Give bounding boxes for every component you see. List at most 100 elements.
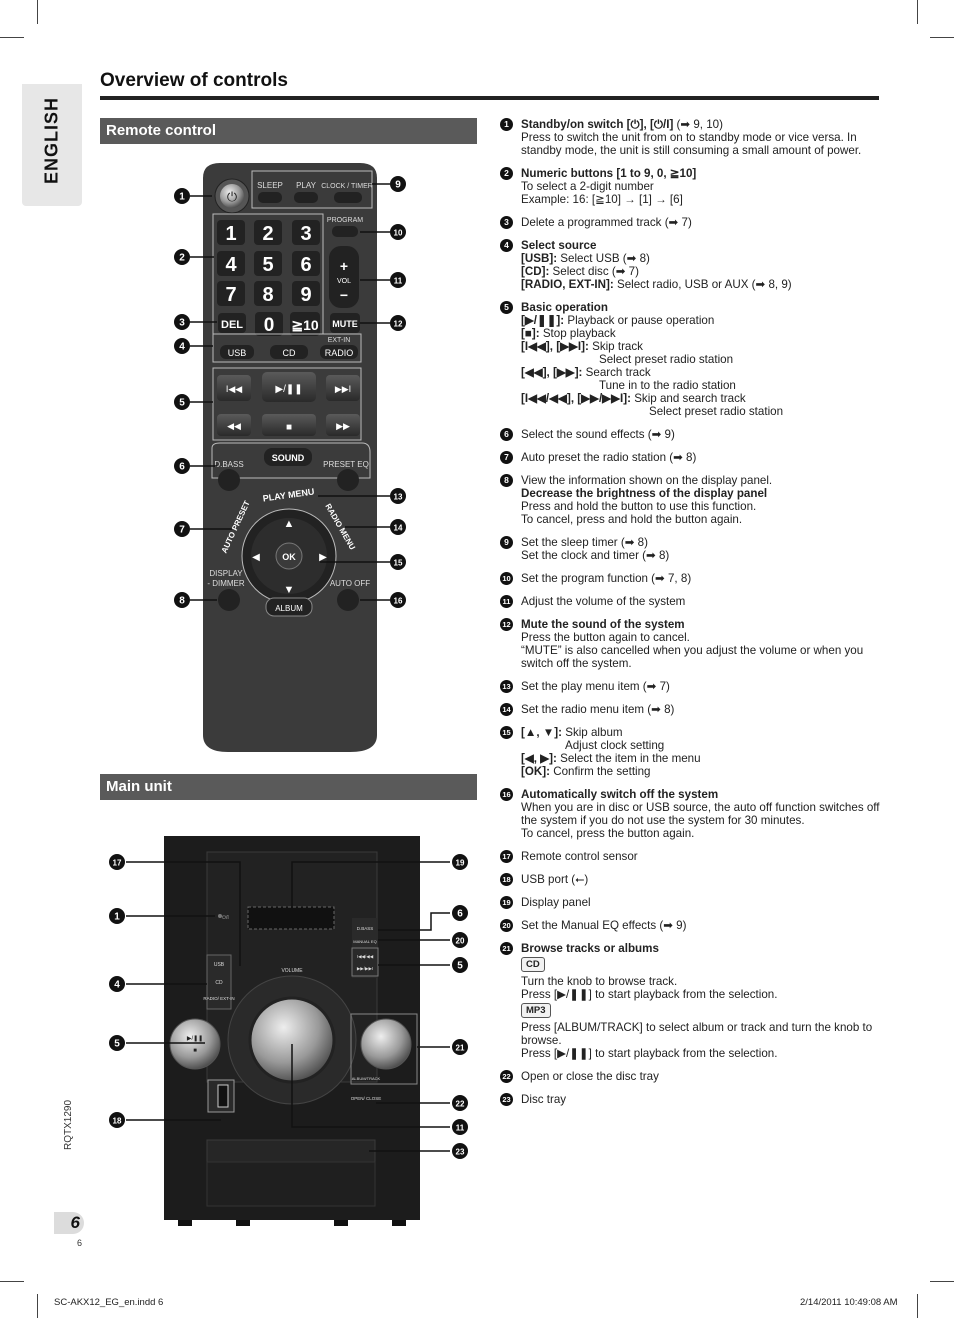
mute-label: MUTE xyxy=(332,319,358,329)
plain-text: Select the item in the menu xyxy=(557,752,701,765)
description-line: Select preset radio station xyxy=(521,353,880,366)
ffwd-icon: ▶▶ xyxy=(336,421,350,431)
description-line: When you are in disc or USB source, the … xyxy=(521,801,880,827)
callout-number: 22 xyxy=(456,1100,465,1109)
callout-number: 12 xyxy=(394,320,403,329)
plain-text: Disc tray xyxy=(521,1093,566,1106)
display-label: DISPLAY xyxy=(209,569,243,578)
media-tag: MP3 xyxy=(521,1003,551,1018)
callout-number: 1 xyxy=(179,192,185,203)
album-label: ALBUM xyxy=(275,604,303,613)
item-number-badge: 10 xyxy=(500,572,513,585)
description-item: 1Standby/on switch [⏻], [⏻/I] (➡ 9, 10)P… xyxy=(500,118,880,157)
description-item: 9Set the sleep timer (➡ 8)Set the clock … xyxy=(500,536,880,562)
description-item: 4Select source[USB]: Select USB (➡ 8)[CD… xyxy=(500,239,880,291)
item-number-badge: 7 xyxy=(500,451,513,464)
plain-text: Press [▶/❚❚] to start playback from the … xyxy=(521,988,777,1001)
description-item: 8View the information shown on the displ… xyxy=(500,474,880,526)
footer-file: SC-AKX12_EG_en.indd 6 xyxy=(54,1297,163,1308)
description-line: Set the clock and timer (➡ 8) xyxy=(521,549,880,562)
item-number-badge: 14 xyxy=(500,703,513,716)
callout-number: 9 xyxy=(395,180,401,191)
plain-text: Example: 16: [≧10] → [1] → [6] xyxy=(521,193,683,206)
description-line: Browse tracks or albums xyxy=(521,942,880,955)
description-line: Automatically switch off the system xyxy=(521,788,880,801)
bold-text: Standby/on switch [⏻], [⏻/I] xyxy=(521,118,673,131)
play-knob xyxy=(170,1019,220,1069)
plain-text: Select USB (➡ 8) xyxy=(557,252,650,265)
plain-text: To select a 2-digit number xyxy=(521,180,654,193)
auto-off-label: AUTO OFF xyxy=(330,579,370,588)
bold-text: Select source xyxy=(521,239,596,252)
preset-eq-button xyxy=(337,469,359,491)
bold-text: [◀, ▶]: xyxy=(521,752,557,765)
description-line: Example: 16: [≧10] → [1] → [6] xyxy=(521,193,880,206)
plain-text: Select radio, USB or AUX (➡ 8, 9) xyxy=(614,278,792,291)
digit-label: 9 xyxy=(300,284,311,306)
dimmer-label: - DIMMER xyxy=(207,579,245,588)
digit-label: 7 xyxy=(225,284,236,306)
digit-label: 2 xyxy=(262,223,273,245)
plain-text: Set the play menu item (➡ 7) xyxy=(521,680,670,693)
plain-text: Skip album xyxy=(562,726,623,739)
callout-number: 11 xyxy=(456,1124,465,1133)
description-line: Remote control sensor xyxy=(521,850,880,863)
skip-fwd-icon: ▶▶I xyxy=(335,384,351,394)
page-number-small: 6 xyxy=(77,1238,82,1248)
plain-text: Adjust clock setting xyxy=(565,739,664,752)
page-number-tab: 6 xyxy=(54,1212,84,1234)
bold-text: [▶/❚❚]: xyxy=(521,314,564,327)
svg-text:⏻/I: ⏻/I xyxy=(222,915,229,921)
plain-text: Turn the knob to browse track. xyxy=(521,975,677,988)
usb-label: USB xyxy=(228,348,247,358)
unit-album-track-label: ALBUM/TRACK xyxy=(352,1076,381,1081)
plain-text: Select preset radio station xyxy=(599,353,733,366)
item-number-badge: 22 xyxy=(500,1070,513,1083)
item-number-badge: 18 xyxy=(500,873,513,886)
item-number-badge: 2 xyxy=(500,167,513,180)
description-line: Standby/on switch [⏻], [⏻/I] (➡ 9, 10) xyxy=(521,118,880,131)
play-timer-button xyxy=(294,192,318,203)
bold-text: Basic operation xyxy=(521,301,608,314)
description-item: 5Basic operation[▶/❚❚]: Playback or paus… xyxy=(500,301,880,418)
callout-number: 1 xyxy=(114,912,120,923)
description-line: “MUTE” is also cancelled when you adjust… xyxy=(521,644,880,670)
numpad: 123456789 xyxy=(217,220,320,306)
bold-text: [▲, ▼]: xyxy=(521,726,562,739)
description-line: Mute the sound of the system xyxy=(521,618,880,631)
callout-number: 10 xyxy=(394,229,403,238)
description-item: 2Numeric buttons [1 to 9, 0, ≧10]To sele… xyxy=(500,167,880,206)
bold-text: [I◀◀], [▶▶I]: xyxy=(521,340,589,353)
description-item: 17Remote control sensor xyxy=(500,850,880,863)
unit-open-close-label: OPEN/ CLOSE xyxy=(351,1096,382,1101)
program-button xyxy=(332,226,358,237)
plain-text: Set the radio menu item (➡ 8) xyxy=(521,703,674,716)
ok-label: OK xyxy=(282,552,296,562)
item-number-badge: 3 xyxy=(500,216,513,229)
description-line: Set the sleep timer (➡ 8) xyxy=(521,536,880,549)
description-line: Press [ALBUM/TRACK] to select album or t… xyxy=(521,1021,880,1047)
plain-text: When you are in disc or USB source, the … xyxy=(521,801,880,827)
digit-label: 1 xyxy=(225,223,236,245)
preset-eq-label: PRESET EQ xyxy=(323,460,369,469)
description-line: [◀, ▶]: Select the item in the menu xyxy=(521,752,880,765)
bold-text: Automatically switch off the system xyxy=(521,788,718,801)
plain-text: (➡ 9, 10) xyxy=(673,118,723,131)
callout-number: 4 xyxy=(114,980,120,991)
plain-text: Remote control sensor xyxy=(521,850,638,863)
callout-number: 17 xyxy=(113,859,122,868)
description-line: Adjust the volume of the system xyxy=(521,595,880,608)
callout-number: 7 xyxy=(179,525,185,536)
description-line: Select preset radio station xyxy=(521,405,880,418)
vol-label: VOL xyxy=(337,278,351,285)
plain-text: Delete a programmed track (➡ 7) xyxy=(521,216,692,229)
description-line: [I◀◀/◀◀], [▶▶/▶▶I]: Skip and search trac… xyxy=(521,392,880,405)
disc-tray xyxy=(207,1140,375,1162)
description-line: To cancel, press and hold the button aga… xyxy=(521,513,880,526)
cd-label: CD xyxy=(283,348,296,358)
item-number-badge: 15 xyxy=(500,726,513,739)
description-line: Set the radio menu item (➡ 8) xyxy=(521,703,880,716)
description-item: 14 Set the radio menu item (➡ 8) xyxy=(500,703,880,716)
bold-text: Mute the sound of the system xyxy=(521,618,685,631)
plain-text: Search track xyxy=(582,366,650,379)
